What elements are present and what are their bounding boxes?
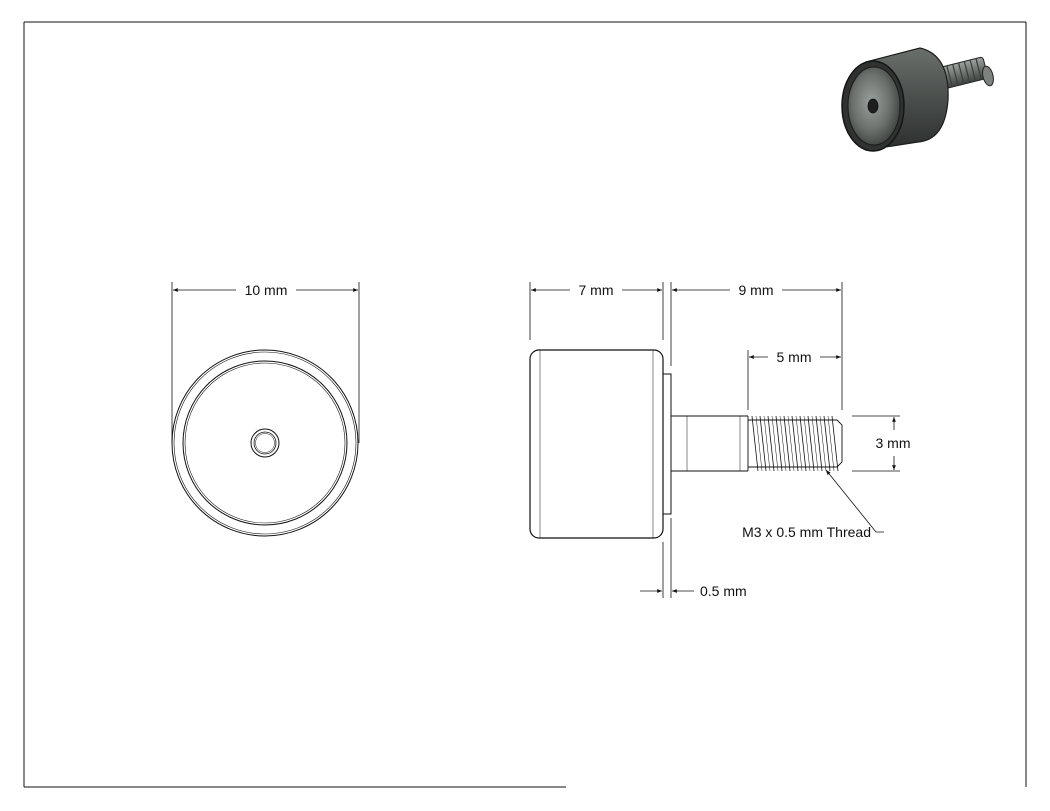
thread-callout-label: M3 x 0.5 mm Thread: [742, 524, 871, 540]
body-length-label: 7 mm: [579, 282, 614, 298]
side-view: [529, 349, 843, 539]
dimension-stud-length: 9 mm: [670, 282, 843, 410]
dimension-shoulder: 0.5 mm: [640, 518, 747, 599]
drawing-frame: [23, 21, 1027, 788]
dimension-thread-length: 5 mm: [747, 349, 841, 410]
front-view: [171, 349, 359, 537]
diameter-label: 10 mm: [245, 282, 288, 298]
dimension-thread-diameter: 3 mm: [852, 415, 911, 472]
stud-length-label: 9 mm: [739, 282, 774, 298]
dimension-body-length: 7 mm: [529, 282, 664, 340]
thread-length-label: 5 mm: [777, 349, 812, 365]
thread: [747, 415, 843, 472]
dimension-diameter: 10 mm: [171, 282, 360, 443]
cam-follower-3d-render-icon: [841, 47, 994, 152]
thread-diameter-label: 3 mm: [876, 435, 911, 451]
thread-callout: M3 x 0.5 mm Thread: [742, 469, 884, 540]
shoulder-label: 0.5 mm: [700, 583, 747, 599]
